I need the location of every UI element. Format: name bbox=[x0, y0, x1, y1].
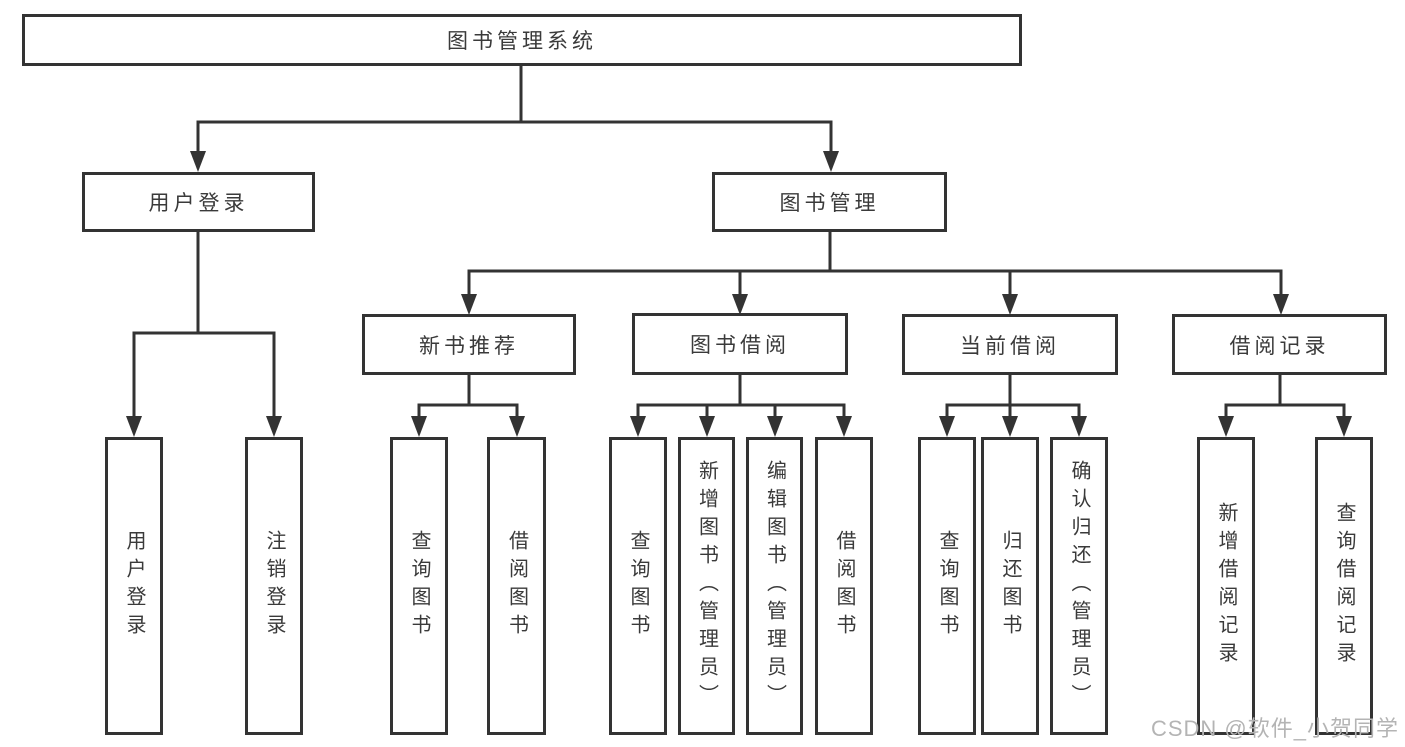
node-label: 用户登录 bbox=[123, 530, 145, 642]
node-label: 查询图书 bbox=[627, 530, 649, 642]
node-leaf-add-books-admin: 新增图书（管理员） bbox=[678, 437, 735, 735]
node-library-management-system: 图书管理系统 bbox=[22, 14, 1022, 66]
connector-borrow-records-branch bbox=[1218, 373, 1352, 437]
node-label: 查询图书 bbox=[936, 530, 958, 642]
node-leaf-query-books-2: 查询图书 bbox=[609, 437, 667, 735]
node-label: 注销登录 bbox=[263, 530, 285, 642]
node-new-book-recommend: 新书推荐 bbox=[362, 314, 576, 375]
connector-current-borrow-branch bbox=[939, 373, 1087, 437]
csdn-watermark: CSDN @软件_小贺同学 bbox=[1150, 716, 1399, 741]
node-leaf-logout: 注销登录 bbox=[245, 437, 303, 735]
node-label: 新增借阅记录 bbox=[1215, 502, 1237, 670]
node-leaf-query-books-1: 查询图书 bbox=[390, 437, 448, 735]
connector-book-borrow-branch bbox=[630, 373, 852, 437]
node-label: 新增图书（管理员） bbox=[695, 460, 718, 712]
node-leaf-add-borrow-record: 新增借阅记录 bbox=[1197, 437, 1255, 735]
node-leaf-query-books-3: 查询图书 bbox=[918, 437, 976, 735]
node-current-borrow: 当前借阅 bbox=[902, 314, 1118, 375]
node-leaf-borrow-books-2: 借阅图书 bbox=[815, 437, 873, 735]
connector-root-to-level2 bbox=[190, 65, 839, 172]
node-label: 编辑图书（管理员） bbox=[763, 460, 786, 712]
node-leaf-query-borrow-record: 查询借阅记录 bbox=[1315, 437, 1373, 735]
node-borrow-records: 借阅记录 bbox=[1172, 314, 1387, 375]
node-label: 查询借阅记录 bbox=[1333, 502, 1355, 670]
node-book-borrow: 图书借阅 bbox=[632, 313, 848, 375]
node-label: 确认归还（管理员） bbox=[1068, 460, 1090, 712]
connector-new-book-branch bbox=[411, 373, 525, 437]
node-label: 借阅图书 bbox=[505, 530, 528, 642]
node-label: 归还图书 bbox=[999, 530, 1021, 642]
node-leaf-edit-books-admin: 编辑图书（管理员） bbox=[746, 437, 803, 735]
node-label: 查询图书 bbox=[408, 530, 430, 642]
node-leaf-confirm-return-admin: 确认归还（管理员） bbox=[1050, 437, 1108, 735]
connector-user-login-branch bbox=[126, 230, 282, 437]
node-book-management: 图书管理 bbox=[712, 172, 947, 232]
node-label: 借阅图书 bbox=[833, 530, 855, 642]
connector-book-management-branch bbox=[461, 230, 1289, 315]
node-user-login: 用户登录 bbox=[82, 172, 315, 232]
node-leaf-return-books: 归还图书 bbox=[981, 437, 1039, 735]
node-leaf-borrow-books-1: 借阅图书 bbox=[487, 437, 546, 735]
node-leaf-user-login: 用户登录 bbox=[105, 437, 163, 735]
